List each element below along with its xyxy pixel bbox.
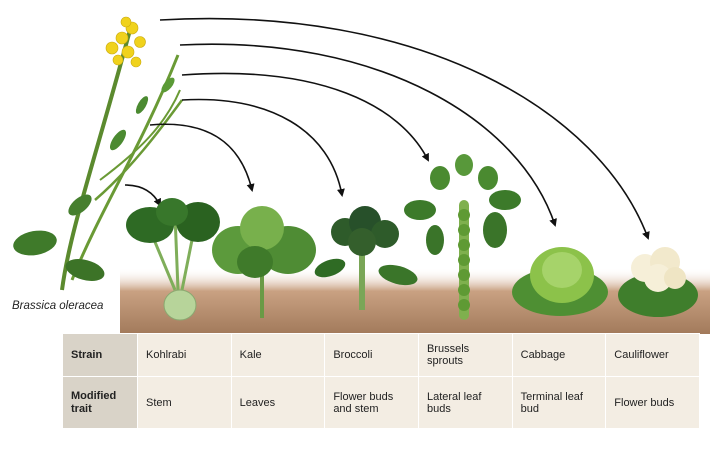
trait-cell: Flower buds [605,376,700,429]
kohlrabi-plant [126,198,220,321]
arrow-to-kohlrabi [124,184,161,207]
strain-cell: Broccoli [324,333,419,377]
arrow-to-broccoli [181,98,345,197]
row-header-modified-trait: Modified trait [62,376,138,429]
trait-cell: Leaves [230,376,326,429]
arrow-to-cauliflower [159,17,650,240]
strain-cell: Kohlrabi [137,333,232,377]
trait-table: Strain Kohlrabi Kale Broccoli Brussels s… [62,333,700,429]
strain-cell: Kale [230,333,326,377]
species-label: Brassica oleracea [12,300,104,312]
table-row-strain: Strain Kohlrabi Kale Broccoli Brussels s… [62,333,700,377]
wild-mustard-plant [13,16,184,291]
trait-cell: Lateral leaf buds [417,376,513,429]
arrow-to-kale [149,123,255,192]
derivation-arrows [124,17,650,240]
arrow-to-brussels-sprouts [181,72,429,162]
arrow-to-cabbage [179,43,557,227]
strain-cell: Brussels sprouts [417,333,513,377]
cauliflower-plant [618,247,698,317]
strain-cell: Cabbage [511,333,607,377]
broccoli-plant [314,206,418,310]
strain-cell: Cauliflower [605,333,700,377]
trait-cell: Flower buds and stem [324,376,419,429]
row-header-strain: Strain [62,333,138,377]
yellow-flower-cluster [105,16,146,68]
kale-plant [212,206,316,318]
cabbage-plant [512,247,608,316]
table-row-modified-trait: Modified trait Stem Leaves Flower buds a… [62,376,700,429]
trait-cell: Terminal leaf bud [511,376,607,429]
trait-cell: Stem [137,376,232,429]
brussels-sprouts-plant [404,154,521,320]
